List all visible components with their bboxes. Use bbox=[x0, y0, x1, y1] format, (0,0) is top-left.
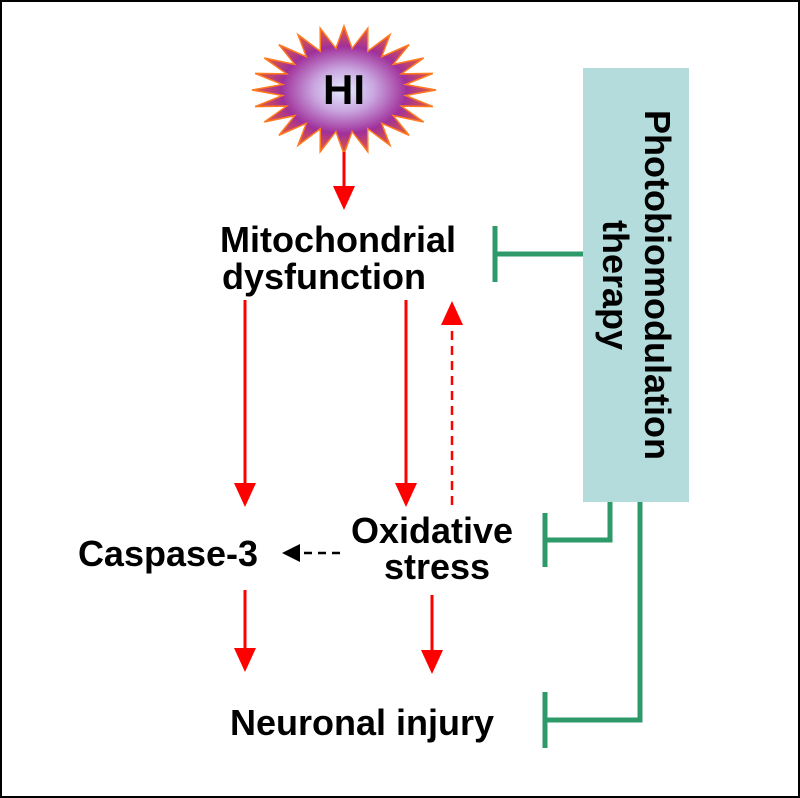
arrow-oxidative-to-mito-dashed bbox=[441, 301, 463, 505]
caspase-label: Caspase-3 bbox=[78, 533, 258, 574]
oxidative-label-line1: Oxidative bbox=[351, 510, 513, 551]
arrow-oxidative-to-neuronal bbox=[421, 595, 443, 674]
therapy-label-line1: Photobiomodulation bbox=[637, 110, 678, 460]
therapy-label: Photobiomodulation therapy bbox=[594, 110, 678, 460]
arrow-mito-to-oxidative bbox=[395, 300, 417, 507]
inhibition-lines bbox=[492, 226, 643, 748]
mito-label-line1: Mitochondrial bbox=[220, 219, 456, 260]
inhibit-mito bbox=[492, 226, 583, 282]
activation-arrows bbox=[234, 152, 463, 674]
hi-label: HI bbox=[323, 66, 365, 113]
mito-label-line2: dysfunction bbox=[222, 256, 426, 297]
therapy-box bbox=[583, 68, 689, 502]
neuronal-injury-label: Neuronal injury bbox=[230, 702, 494, 743]
arrow-mito-to-caspase bbox=[234, 300, 256, 507]
oxidative-label-line2: stress bbox=[384, 546, 490, 587]
therapy-label-container: Photobiomodulation therapy bbox=[583, 68, 689, 502]
arrow-caspase-to-neuronal bbox=[234, 590, 256, 672]
inhibit-neuronal bbox=[542, 502, 643, 748]
therapy-label-line2: therapy bbox=[595, 219, 636, 351]
inhibit-oxidative bbox=[542, 502, 613, 567]
arrow-hi-to-mito bbox=[333, 152, 355, 210]
arrow-oxidative-to-caspase-dashed bbox=[282, 544, 340, 562]
